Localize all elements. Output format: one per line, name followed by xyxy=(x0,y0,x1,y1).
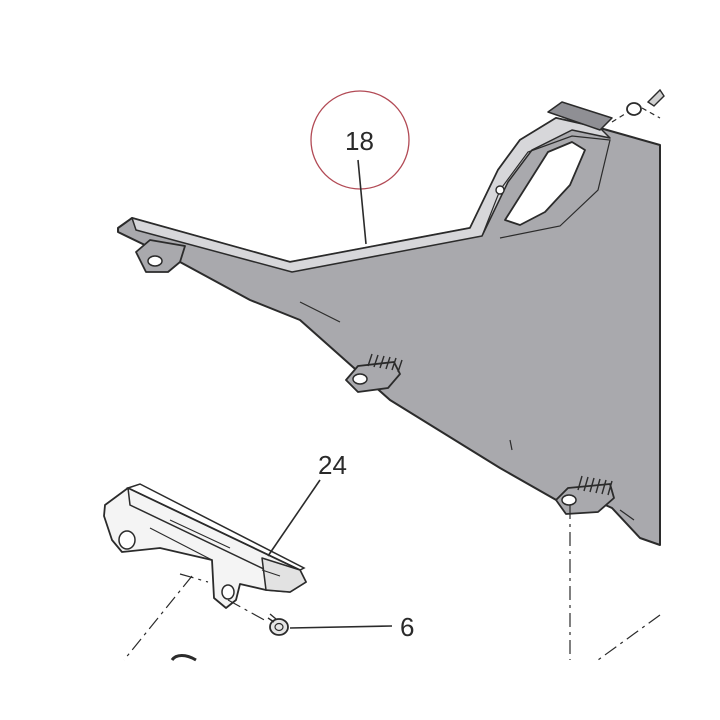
callout-6-label: 6 xyxy=(400,612,414,642)
bracket-end-face xyxy=(261,557,307,593)
window-boss xyxy=(495,185,505,195)
middle-tab-ribs xyxy=(367,353,403,373)
top-screw xyxy=(646,88,665,107)
top-washer xyxy=(626,102,642,116)
top-screw-assembly xyxy=(611,88,665,123)
lower-tab-hole xyxy=(561,494,577,506)
callout-18-label: 18 xyxy=(345,126,374,156)
callout-6-leader xyxy=(289,625,393,629)
assembly-centre-lines xyxy=(123,505,661,661)
partial-part-bottom xyxy=(170,654,197,662)
cover-panel-left-tab xyxy=(135,239,186,273)
callout-24-leader xyxy=(267,479,321,557)
lower-tab-ribs xyxy=(577,475,613,496)
left-tab-hole xyxy=(147,255,163,267)
cover-panel-rim xyxy=(131,117,611,273)
centre-line-right-diagonal xyxy=(597,614,661,661)
centre-line-bracket-diagonal xyxy=(123,575,193,661)
bracket-hole-left xyxy=(118,530,136,550)
cover-panel-body xyxy=(117,117,661,546)
bracket-part-24 xyxy=(103,483,307,609)
centre-line-bracket-hole xyxy=(227,599,269,623)
bolt-part-6 xyxy=(267,613,289,636)
cover-panel-edge-lines xyxy=(299,301,635,521)
top-screw-leader xyxy=(611,107,661,123)
callout-18-leader xyxy=(357,159,367,245)
bolt-head xyxy=(269,618,289,636)
bracket-detail-lines xyxy=(149,519,281,577)
centre-line-bracket-top xyxy=(179,573,209,583)
bolt-head-inner xyxy=(274,622,284,632)
callout-24-label: 24 xyxy=(318,450,347,480)
cover-panel-window xyxy=(504,141,586,226)
bracket-hole-lower xyxy=(221,584,235,600)
cover-panel-recess-line xyxy=(481,135,611,239)
middle-tab-hole xyxy=(352,373,368,385)
cover-panel-top-tab xyxy=(547,101,613,131)
callout-6: 6 xyxy=(289,612,414,642)
cover-panel-part-18 xyxy=(117,101,661,546)
callout-18: 18 xyxy=(310,90,410,245)
callout-24: 24 xyxy=(267,450,347,557)
bolt-thread xyxy=(267,613,277,623)
